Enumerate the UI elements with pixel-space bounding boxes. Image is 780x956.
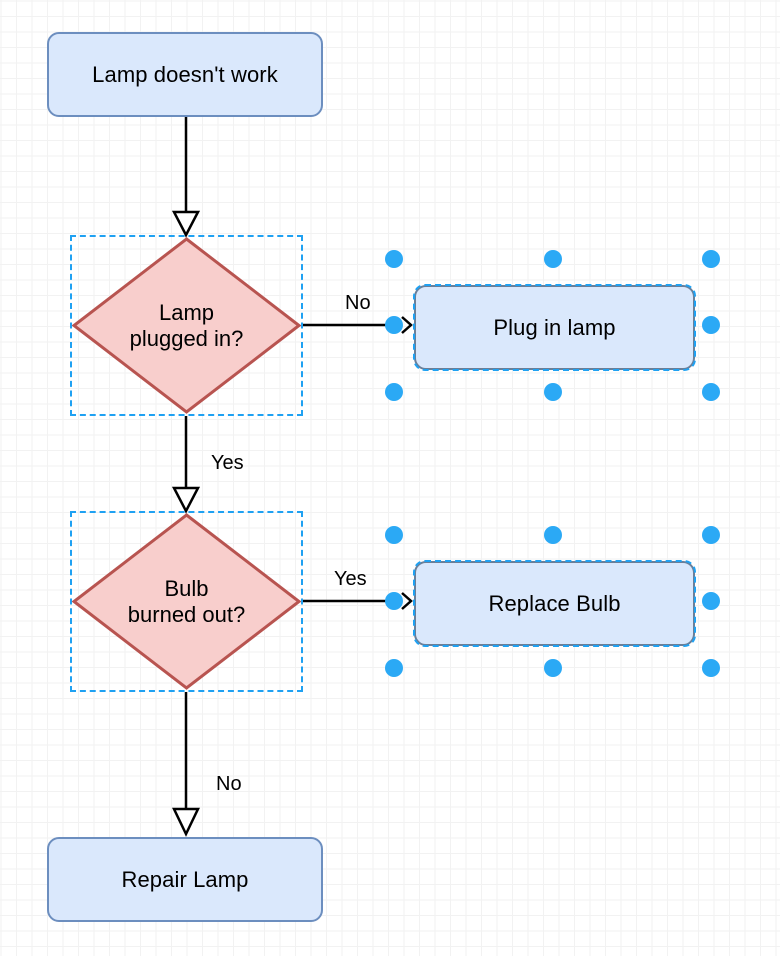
node-bulb-burned-out[interactable]: Bulb burned out? <box>72 513 301 690</box>
node-label: Bulb burned out? <box>127 575 246 627</box>
handle-middle-right[interactable] <box>702 316 720 334</box>
node-label: Replace Bulb <box>488 590 621 616</box>
handle-top-left[interactable] <box>385 526 403 544</box>
edge-label-yes-plugged: Yes <box>211 452 244 474</box>
node-label: Lamp plugged in? <box>129 299 244 351</box>
handle-middle-right[interactable] <box>702 592 720 610</box>
handle-bottom-center[interactable] <box>544 383 562 401</box>
edge-label-yes-bulb: Yes <box>334 568 367 590</box>
node-replace-bulb[interactable]: Replace Bulb <box>414 561 695 646</box>
node-repair-lamp[interactable]: Repair Lamp <box>47 837 323 922</box>
handle-bottom-left[interactable] <box>385 659 403 677</box>
handle-middle-left[interactable] <box>385 316 403 334</box>
node-label: Repair Lamp <box>121 866 249 892</box>
node-label: Lamp doesn't work <box>92 61 278 87</box>
edge-plugged-yes[interactable] <box>171 416 201 514</box>
node-label: Plug in lamp <box>493 314 616 340</box>
handle-top-right[interactable] <box>702 526 720 544</box>
edge-bulb-no[interactable] <box>172 692 200 837</box>
node-lamp-doesnt-work[interactable]: Lamp doesn't work <box>47 32 323 117</box>
handle-bottom-center[interactable] <box>544 659 562 677</box>
node-plug-in-lamp[interactable]: Plug in lamp <box>414 285 695 370</box>
handle-top-center[interactable] <box>544 526 562 544</box>
handle-top-center[interactable] <box>544 250 562 268</box>
handle-bottom-right[interactable] <box>702 659 720 677</box>
handle-middle-left[interactable] <box>385 592 403 610</box>
diamond-shape <box>72 513 301 690</box>
edge-start-to-plugged[interactable] <box>171 117 201 238</box>
diamond-shape <box>72 237 301 414</box>
handle-bottom-right[interactable] <box>702 383 720 401</box>
handle-top-right[interactable] <box>702 250 720 268</box>
node-lamp-plugged-in[interactable]: Lamp plugged in? <box>72 237 301 414</box>
handle-bottom-left[interactable] <box>385 383 403 401</box>
handle-top-left[interactable] <box>385 250 403 268</box>
edge-label-no-plugged: No <box>345 292 371 314</box>
edge-label-no-bulb: No <box>216 773 242 795</box>
